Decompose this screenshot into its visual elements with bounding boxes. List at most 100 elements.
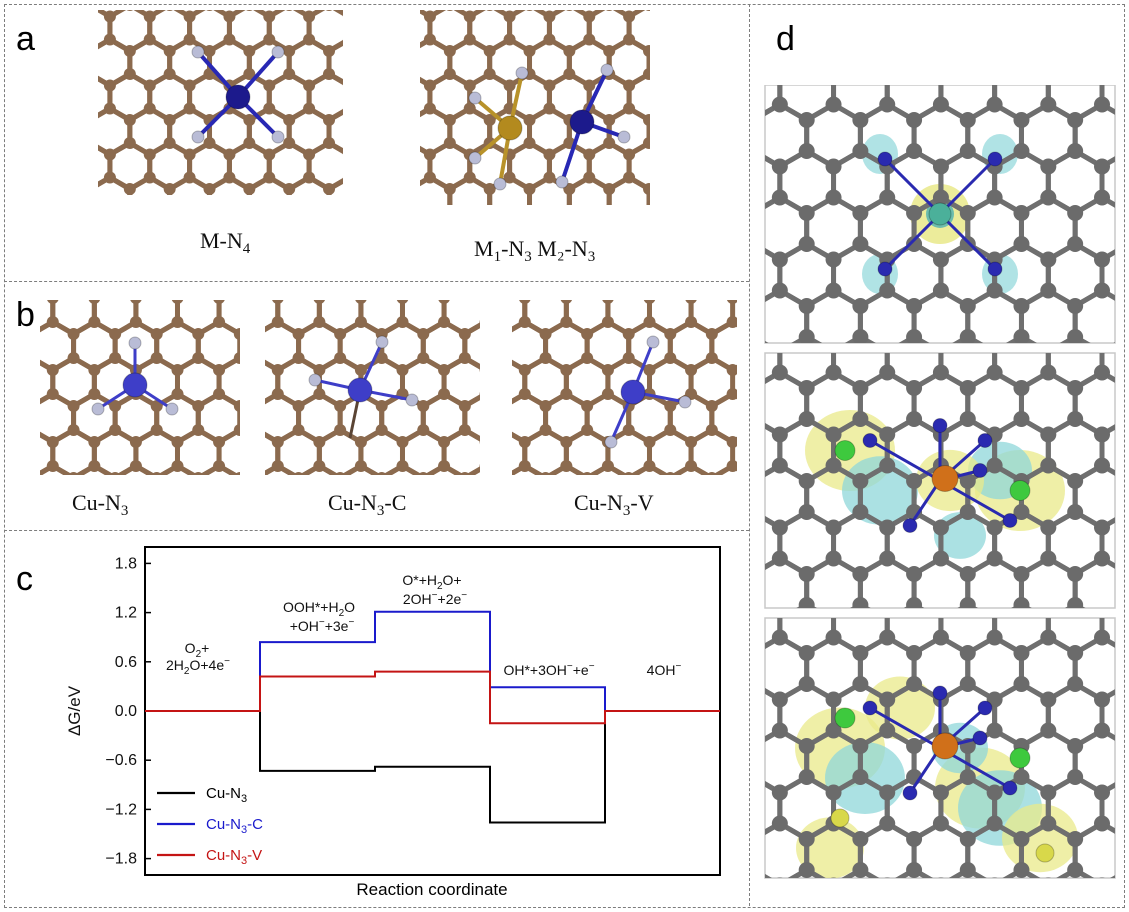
carbon-atom xyxy=(623,171,636,184)
carbon-atom xyxy=(526,10,533,11)
nitrogen-atom xyxy=(91,402,105,416)
carbon-atom xyxy=(986,550,1003,567)
annotation-2oh-2e: 2OH−+2e− xyxy=(403,590,467,607)
carbon-atom xyxy=(143,79,156,92)
carbon-atom xyxy=(986,629,1003,646)
carbon-atom xyxy=(90,183,96,195)
carbon-atom xyxy=(771,815,788,832)
carbon-atom xyxy=(193,472,204,475)
carbon-atom xyxy=(543,102,556,115)
divider-vertical xyxy=(749,4,750,906)
carbon-atom xyxy=(581,328,594,340)
carbon-atom xyxy=(233,400,240,412)
carbon-atom xyxy=(363,206,375,210)
carbon-atom xyxy=(498,400,510,412)
carbon-atom xyxy=(230,388,242,400)
carbon-atom xyxy=(498,290,510,292)
carbon-atom xyxy=(1094,251,1111,268)
annotation-2h2o-4e: 2H2O+4e− xyxy=(166,656,230,677)
carbon-atom xyxy=(323,206,335,210)
carbon-atom xyxy=(583,33,596,46)
carbon-atom xyxy=(1067,205,1084,221)
carbon-atom xyxy=(293,472,304,475)
carbon-atom xyxy=(771,96,788,113)
carbon-atom xyxy=(1040,550,1057,567)
carbon-atom xyxy=(1067,380,1084,396)
carbon-atom xyxy=(726,364,737,376)
carbon-atom xyxy=(192,400,205,412)
carbon-atom xyxy=(323,137,336,149)
carbon-atom xyxy=(213,436,226,448)
carbon-atom xyxy=(581,352,594,364)
carbon-atom xyxy=(463,33,476,46)
carbon-atom xyxy=(129,460,142,472)
carbon-atom xyxy=(486,10,493,11)
carbon-atom xyxy=(760,236,761,252)
carbon-atom xyxy=(798,236,815,252)
carbon-atom xyxy=(771,519,788,536)
carbon-atom xyxy=(443,183,456,195)
carbon-atom xyxy=(938,877,944,878)
carbon-atom xyxy=(879,519,896,536)
nitrogen-atom xyxy=(308,373,322,387)
carbon-atom xyxy=(706,472,718,475)
carbon-atom xyxy=(376,472,387,475)
carbon-atom xyxy=(275,352,287,364)
carbon-atom xyxy=(443,68,456,80)
carbon-atom xyxy=(171,388,184,400)
carbon-atom xyxy=(539,400,552,412)
carbon-atom xyxy=(623,102,636,115)
nitrogen-atom xyxy=(515,66,529,80)
carbon-atom xyxy=(986,784,1003,801)
carbon-atom xyxy=(483,45,496,57)
carbon-atom xyxy=(213,364,226,376)
carbon-atom xyxy=(443,137,456,149)
carbon-atom xyxy=(334,400,347,412)
carbon-atom xyxy=(271,436,284,448)
carbon-atom xyxy=(1094,189,1111,206)
carbon-atom xyxy=(643,300,656,304)
carbon-atom xyxy=(88,316,101,328)
carbon-atom xyxy=(583,148,596,161)
series-line-Cu-N3 xyxy=(145,710,720,824)
y-tick-label: 1.2 xyxy=(115,605,137,622)
carbon-atom xyxy=(363,68,375,80)
carbon-atom xyxy=(223,148,236,161)
carbon-atom xyxy=(233,328,240,340)
carbon-atom xyxy=(1040,457,1057,474)
carbon-atom xyxy=(543,79,556,92)
carbon-atom xyxy=(251,328,263,340)
series-line-Cu-N3-C xyxy=(145,610,720,712)
carbon-atom xyxy=(959,473,976,489)
carbon-atom xyxy=(47,300,59,304)
carbon-atom xyxy=(1094,815,1111,832)
carbon-atom xyxy=(906,411,923,427)
panel-b-letter: b xyxy=(16,296,35,334)
carbon-atom xyxy=(543,171,556,184)
free-energy-chart: 1.81.20.60.0−0.6−1.2−1.8 ΔG/eV Reaction … xyxy=(65,546,721,899)
carbon-atom xyxy=(275,424,287,436)
carbon-atom xyxy=(986,364,1003,381)
carbon-atom xyxy=(986,189,1003,206)
carbon-atom xyxy=(852,769,869,785)
carbon-atom xyxy=(88,436,101,448)
carbon-atom xyxy=(342,176,343,179)
nitrogen-atom xyxy=(468,91,482,105)
carbon-atom xyxy=(143,102,156,115)
carbon-atom xyxy=(292,352,305,364)
carbon-atom xyxy=(192,290,204,292)
carbon-atom xyxy=(171,436,184,448)
carbon-atom xyxy=(251,352,263,364)
carbon-atom xyxy=(523,183,536,195)
carbon-atom xyxy=(760,676,761,692)
nitrogen-atom xyxy=(493,177,507,191)
metal-atom-green xyxy=(834,440,856,461)
carbon-atom xyxy=(384,80,396,92)
carbon-atom xyxy=(825,722,842,739)
carbon-atom xyxy=(243,114,256,126)
carbon-atom xyxy=(500,352,512,364)
carbon-atom xyxy=(375,400,388,412)
carbon-atom xyxy=(417,400,430,412)
nitrogen-atom xyxy=(600,63,614,77)
carbon-atom xyxy=(771,629,788,646)
